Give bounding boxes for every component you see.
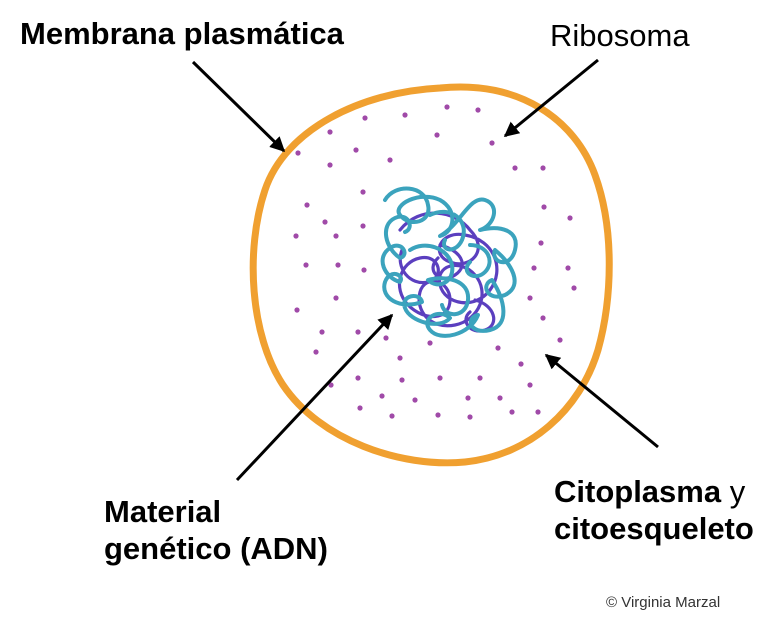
label-membrana-plasmatica: Membrana plasmática bbox=[20, 16, 344, 51]
ribosome-dot bbox=[379, 393, 385, 399]
ribosome-dot bbox=[361, 267, 367, 273]
ribosome-dot bbox=[527, 295, 533, 301]
ribosome-dot bbox=[444, 104, 450, 110]
ribosome-dot bbox=[437, 375, 443, 381]
ribosome-dot bbox=[535, 409, 541, 415]
ribosome-dot bbox=[538, 240, 544, 246]
ribosome-dot bbox=[540, 165, 546, 171]
ribosome-dot bbox=[294, 307, 300, 313]
ribosome-dot bbox=[327, 162, 333, 168]
ribosome-dot bbox=[565, 265, 571, 271]
ribosome-dot bbox=[434, 132, 440, 138]
ribosome-dot bbox=[495, 345, 501, 351]
ribosome-dot bbox=[362, 115, 368, 121]
ribosome-dot bbox=[531, 265, 537, 271]
dna-tangle bbox=[380, 186, 518, 338]
ribosome-dot bbox=[397, 355, 403, 361]
label-y: y bbox=[721, 474, 746, 509]
ribosome-dot bbox=[304, 202, 310, 208]
plasma-membrane bbox=[249, 83, 613, 467]
ribosome-dot bbox=[518, 361, 524, 367]
arrow-membrana bbox=[191, 60, 286, 153]
ribosome-dot bbox=[353, 147, 359, 153]
ribosome-dot bbox=[328, 382, 334, 388]
ribosome-dot bbox=[389, 413, 395, 419]
ribosome-dot bbox=[360, 189, 366, 195]
label-ribosoma: Ribosoma bbox=[550, 18, 690, 53]
label-citoplasma: Citoplasma bbox=[554, 474, 722, 509]
ribosome-dot bbox=[295, 150, 301, 156]
ribosome-dot bbox=[427, 340, 433, 346]
ribosomes bbox=[293, 104, 577, 420]
ribosome-dot bbox=[497, 395, 503, 401]
arrows bbox=[191, 58, 659, 482]
ribosome-dot bbox=[303, 262, 309, 268]
ribosome-dot bbox=[333, 233, 339, 239]
dna-outer-strand bbox=[380, 186, 518, 338]
ribosome-dot bbox=[383, 335, 389, 341]
ribosome-dot bbox=[540, 315, 546, 321]
ribosome-dot bbox=[465, 395, 471, 401]
ribosome-dot bbox=[357, 405, 363, 411]
credit-text: © Virginia Marzal bbox=[606, 594, 721, 611]
ribosome-dot bbox=[571, 285, 577, 291]
ribosome-dot bbox=[541, 204, 547, 210]
ribosome-dot bbox=[557, 337, 563, 343]
arrow-ribosoma bbox=[503, 58, 599, 138]
ribosome-dot bbox=[355, 329, 361, 335]
ribosome-dot bbox=[355, 375, 361, 381]
arrow-citoplasma bbox=[544, 353, 659, 449]
label-material-line2: genético (ADN) bbox=[104, 530, 328, 566]
ribosome-dot bbox=[333, 295, 339, 301]
ribosome-dot bbox=[412, 397, 418, 403]
ribosome-dot bbox=[567, 215, 573, 221]
ribosome-dot bbox=[475, 107, 481, 113]
arrow-material bbox=[235, 313, 394, 482]
ribosome-dot bbox=[512, 165, 518, 171]
label-citoplasma-citoesqueleto: Citoplasma y citoesqueleto bbox=[554, 474, 754, 547]
ribosome-dot bbox=[509, 409, 515, 415]
ribosome-dot bbox=[527, 382, 533, 388]
ribosome-dot bbox=[322, 219, 328, 225]
label-material-line1: Material bbox=[104, 494, 222, 529]
ribosome-dot bbox=[387, 157, 393, 163]
ribosome-dot bbox=[335, 262, 341, 268]
ribosome-dot bbox=[402, 112, 408, 118]
ribosome-dot bbox=[360, 223, 366, 229]
ribosome-dot bbox=[489, 140, 495, 146]
ribosome-dot bbox=[435, 412, 441, 418]
label-citoesqueleto: citoesqueleto bbox=[554, 510, 754, 546]
ribosome-dot bbox=[477, 375, 483, 381]
ribosome-dot bbox=[313, 349, 319, 355]
ribosome-dot bbox=[467, 414, 473, 420]
ribosome-dot bbox=[319, 329, 325, 335]
ribosome-dot bbox=[293, 233, 299, 239]
ribosome-dot bbox=[399, 377, 405, 383]
label-material-genetico: Material genético (ADN) bbox=[104, 494, 328, 567]
ribosome-dot bbox=[327, 129, 333, 135]
